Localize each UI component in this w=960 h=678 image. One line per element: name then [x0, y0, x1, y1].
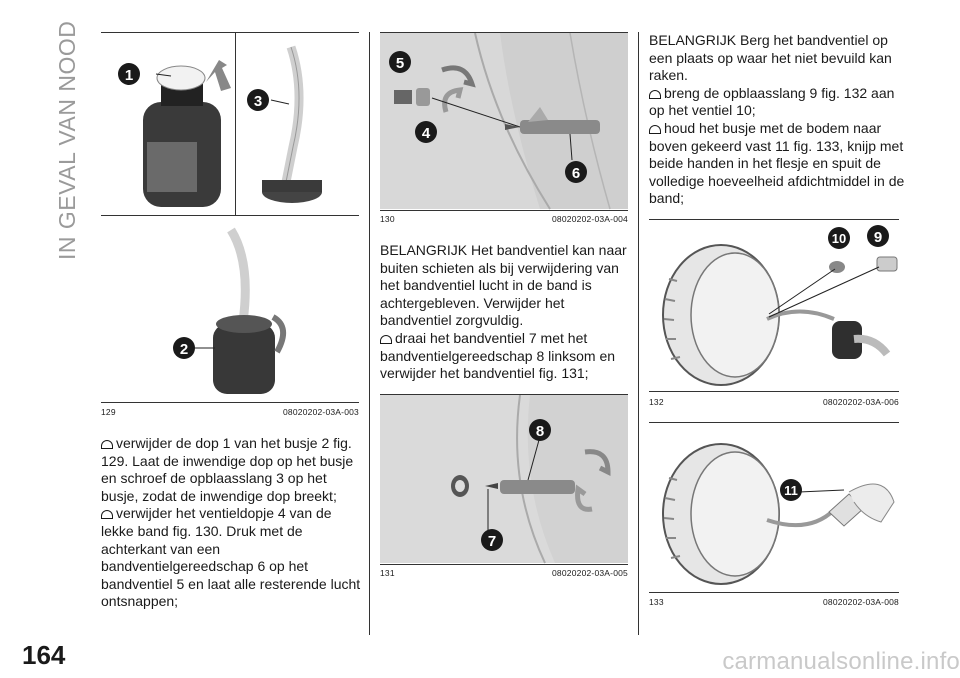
column-2-text: BELANGRIJK Het bandventiel kan naar buit…	[380, 242, 630, 383]
column-1-text: verwijder de dop 1 van het busje 2 fig. …	[101, 435, 361, 611]
figure-131: 8 7 131 08020202-03A-005	[380, 394, 628, 582]
svg-text:5: 5	[396, 55, 404, 72]
svg-text:3: 3	[254, 93, 262, 110]
step-bullet-icon	[101, 440, 113, 449]
figure-130-illustration: 5 4 6	[380, 32, 628, 210]
svg-text:IN GEVAL VAN NOOD: IN GEVAL VAN NOOD	[54, 21, 80, 260]
instruction-step: houd het busje met de bodem naar boven g…	[649, 119, 905, 207]
figure-131-illustration: 8 7	[380, 394, 628, 564]
svg-text:2: 2	[180, 341, 188, 358]
page-number: 164	[22, 640, 66, 670]
section-title: IN GEVAL VAN NOOD	[54, 21, 80, 260]
figure-132: 10 9 132 08020202-03A-006	[649, 219, 899, 409]
important-note: BELANGRIJK Het bandventiel kan naar buit…	[380, 242, 627, 329]
figure-133-illustration: 11	[662, 443, 895, 585]
svg-text:6: 6	[572, 165, 580, 182]
figure-132-illustration: 10 9	[662, 225, 898, 386]
important-note: BELANGRIJK Berg het bandventiel op een p…	[649, 32, 892, 84]
svg-text:4: 4	[422, 125, 431, 142]
svg-text:11: 11	[784, 483, 798, 498]
figure-130: 5 4 6 130 08020202-03A-004	[380, 32, 628, 226]
svg-text:1: 1	[125, 67, 133, 84]
figure-129-illustration: 1 3 2	[118, 45, 322, 394]
figure-129: 1 3 2 129 08020202-03A-003	[101, 32, 359, 417]
instruction-step: draai het bandventiel 7 met het bandvent…	[380, 329, 616, 382]
step-bullet-icon	[649, 124, 661, 134]
instruction-step: verwijder het ventieldopje 4 van de lekk…	[101, 505, 361, 610]
step-bullet-icon	[380, 334, 392, 344]
column-divider-2	[638, 32, 639, 635]
instruction-step: breng de opblaasslang 9 fig. 132 aan op …	[649, 84, 895, 119]
step-bullet-icon	[101, 510, 113, 520]
svg-text:9: 9	[874, 229, 882, 246]
svg-text:7: 7	[488, 533, 496, 550]
column-divider-1	[369, 32, 370, 635]
watermark: carmanualsonline.info	[722, 648, 960, 675]
figure-133: 11 133 08020202-03A-008	[649, 422, 899, 612]
svg-text:8: 8	[536, 423, 544, 440]
svg-text:10: 10	[832, 231, 846, 246]
column-3-text: BELANGRIJK Berg het bandventiel op een p…	[649, 32, 905, 208]
step-bullet-icon	[649, 89, 661, 99]
instruction-step: verwijder de dop 1 van het busje 2 fig. …	[101, 435, 354, 504]
